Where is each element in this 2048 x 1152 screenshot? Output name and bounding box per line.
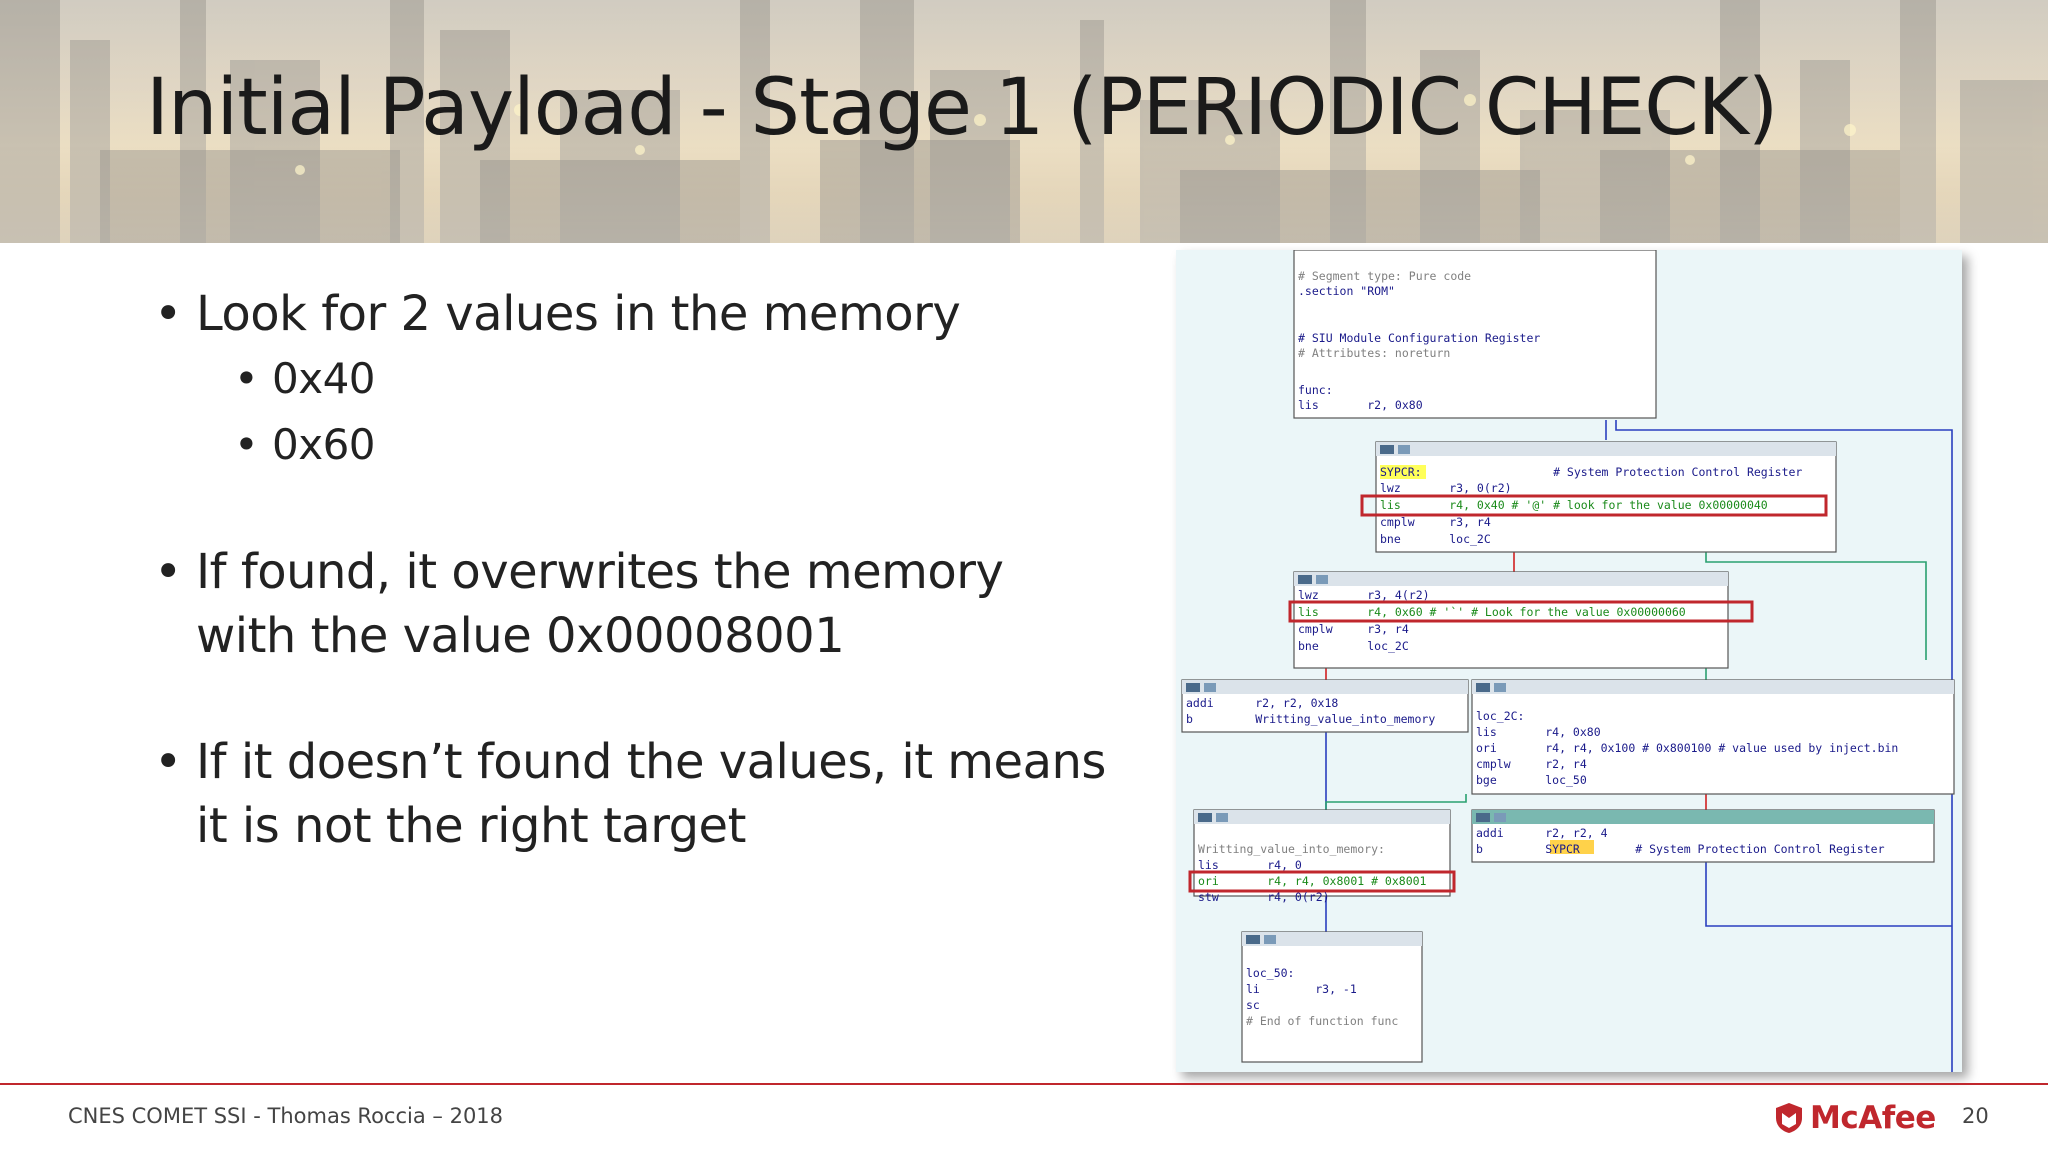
bullet-if-found: If found, it overwrites the memory with … [150, 540, 1150, 668]
code-line: # Segment type: Pure code [1298, 269, 1471, 283]
banner-overlay [0, 0, 2048, 243]
code-line: lis r4, 0x40 # '@' # look for the value … [1380, 498, 1768, 512]
shield-icon [1776, 1103, 1802, 1133]
block-icon [1316, 575, 1328, 584]
code-line: cmplw r3, r4 [1298, 622, 1409, 636]
bullet-not-found: If it doesn’t found the values, it means… [150, 730, 1150, 858]
mcafee-logo: McAfee [1774, 1098, 1936, 1138]
code-line: cmplw r2, r4 [1476, 757, 1587, 771]
code-line: b Writting_value_into_memory [1186, 712, 1435, 726]
code-line: bne loc_2C [1298, 639, 1409, 653]
code-line: b SYPCR # System Protection Control Regi… [1476, 842, 1885, 856]
block-icon [1186, 683, 1200, 692]
edge-loc2c-loc50 [1325, 794, 1467, 810]
bullet-not-found-line2: it is not the right target [196, 798, 746, 854]
code-line: # SIU Module Configuration Register [1298, 331, 1540, 345]
edge-addi4-loop [1705, 862, 1952, 927]
code-line: addi r2, r2, 4 [1476, 826, 1608, 840]
bullet-not-found-line1: If it doesn’t found the values, it means [196, 734, 1106, 790]
block-icon [1216, 813, 1228, 822]
block-icon [1298, 575, 1312, 584]
code-block-loc50: loc_50: li r3, -1 sc # End of function f… [1241, 931, 1423, 1063]
block-icon [1476, 683, 1490, 692]
code-line: # Attributes: noreturn [1298, 346, 1450, 360]
bullet-list: Look for 2 values in the memory 0x40 0x6… [150, 282, 1150, 858]
code-block-addi-4: addi r2, r2, 4 b SYPCR # System Protecti… [1471, 809, 1935, 863]
footer-divider [0, 1083, 2048, 1085]
code-line: .section "ROM" [1298, 284, 1395, 298]
code-block-func: # Segment type: Pure code .section "ROM"… [1293, 250, 1657, 419]
code-block-sypcr: SYPCR: # System Protection Control Regis… [1360, 441, 1837, 553]
code-line: lis r4, 0x60 # '`' # Look for the value … [1298, 605, 1686, 619]
code-line: SYPCR: # System Protection Control Regis… [1380, 465, 1802, 479]
page-number: 20 [1962, 1104, 1989, 1128]
code-line: Writting_value_into_memory: [1198, 842, 1385, 856]
block-icon [1494, 683, 1506, 692]
block-icon [1476, 813, 1490, 822]
code-line: loc_2C: [1476, 709, 1524, 723]
code-line: func: [1298, 383, 1333, 397]
disassembly-graph: # Segment type: Pure code .section "ROM"… [1176, 250, 1962, 1072]
block-icon [1246, 935, 1260, 944]
refinery-background-image [0, 0, 2048, 243]
slide-title: Initial Payload - Stage 1 (PERIODIC CHEC… [146, 63, 1778, 153]
code-line: ori r4, r4, 0x8001 # 0x8001 [1198, 874, 1427, 888]
block-icon [1398, 445, 1410, 454]
bullet-if-found-line1: If found, it overwrites the memory [196, 544, 1004, 600]
bullet-if-found-line2: with the value 0x00008001 [196, 608, 845, 664]
edge-sypcr-loc2c [1705, 552, 1927, 660]
code-block-write-memory: Writting_value_into_memory: lis r4, 0 or… [1188, 809, 1456, 904]
sub-bullet-0x40: 0x40 [150, 346, 1150, 412]
code-line: lis r4, 0x80 [1476, 725, 1601, 739]
block-icon [1380, 445, 1394, 454]
block-icon [1198, 813, 1212, 822]
code-line: lwz r3, 0(r2) [1380, 481, 1512, 495]
block-icon [1494, 813, 1506, 822]
code-line: loc_50: [1246, 966, 1294, 980]
code-line: bge loc_50 [1476, 773, 1587, 787]
code-line: lwz r3, 4(r2) [1298, 588, 1430, 602]
code-line: stw r4, 0(r2) [1198, 890, 1330, 904]
code-line: addi r2, r2, 0x18 [1186, 696, 1338, 710]
brand-name: McAfee [1810, 1100, 1936, 1136]
label-highlight [1380, 465, 1426, 479]
block-icon [1264, 935, 1276, 944]
code-block-loc2c: loc_2C: lis r4, 0x80 ori r4, r4, 0x100 #… [1471, 679, 1955, 795]
code-line: lis r2, 0x80 [1298, 398, 1423, 412]
code-line: li r3, -1 [1246, 982, 1357, 996]
code-line: bne loc_2C [1380, 532, 1491, 546]
title-banner: Initial Payload - Stage 1 (PERIODIC CHEC… [0, 0, 2048, 243]
code-line: sc [1246, 998, 1260, 1012]
code-line: ori r4, r4, 0x100 # 0x800100 # value use… [1476, 741, 1898, 755]
sub-bullet-0x60: 0x60 [150, 412, 1150, 478]
footer-credit: CNES COMET SSI - Thomas Roccia – 2018 [68, 1104, 504, 1128]
highlight-box-0x40 [1360, 494, 1828, 517]
code-block-addi-0x18: addi r2, r2, 0x18 b Writting_value_into_… [1181, 679, 1469, 733]
code-line: lis r4, 0 [1198, 858, 1302, 872]
code-line: # End of function func [1246, 1014, 1398, 1028]
highlight-box-0x60 [1288, 600, 1754, 623]
highlight-box-0x8001 [1188, 870, 1456, 893]
code-flow-graph: # Segment type: Pure code .section "ROM"… [1181, 250, 1955, 1072]
label-highlight [1550, 840, 1594, 854]
code-line: cmplw r3, r4 [1380, 515, 1491, 529]
code-block-check60: lwz r3, 4(r2) lis r4, 0x60 # '`' # Look … [1288, 571, 1754, 669]
bullet-look-for-values: Look for 2 values in the memory [150, 282, 1150, 346]
block-icon [1204, 683, 1216, 692]
